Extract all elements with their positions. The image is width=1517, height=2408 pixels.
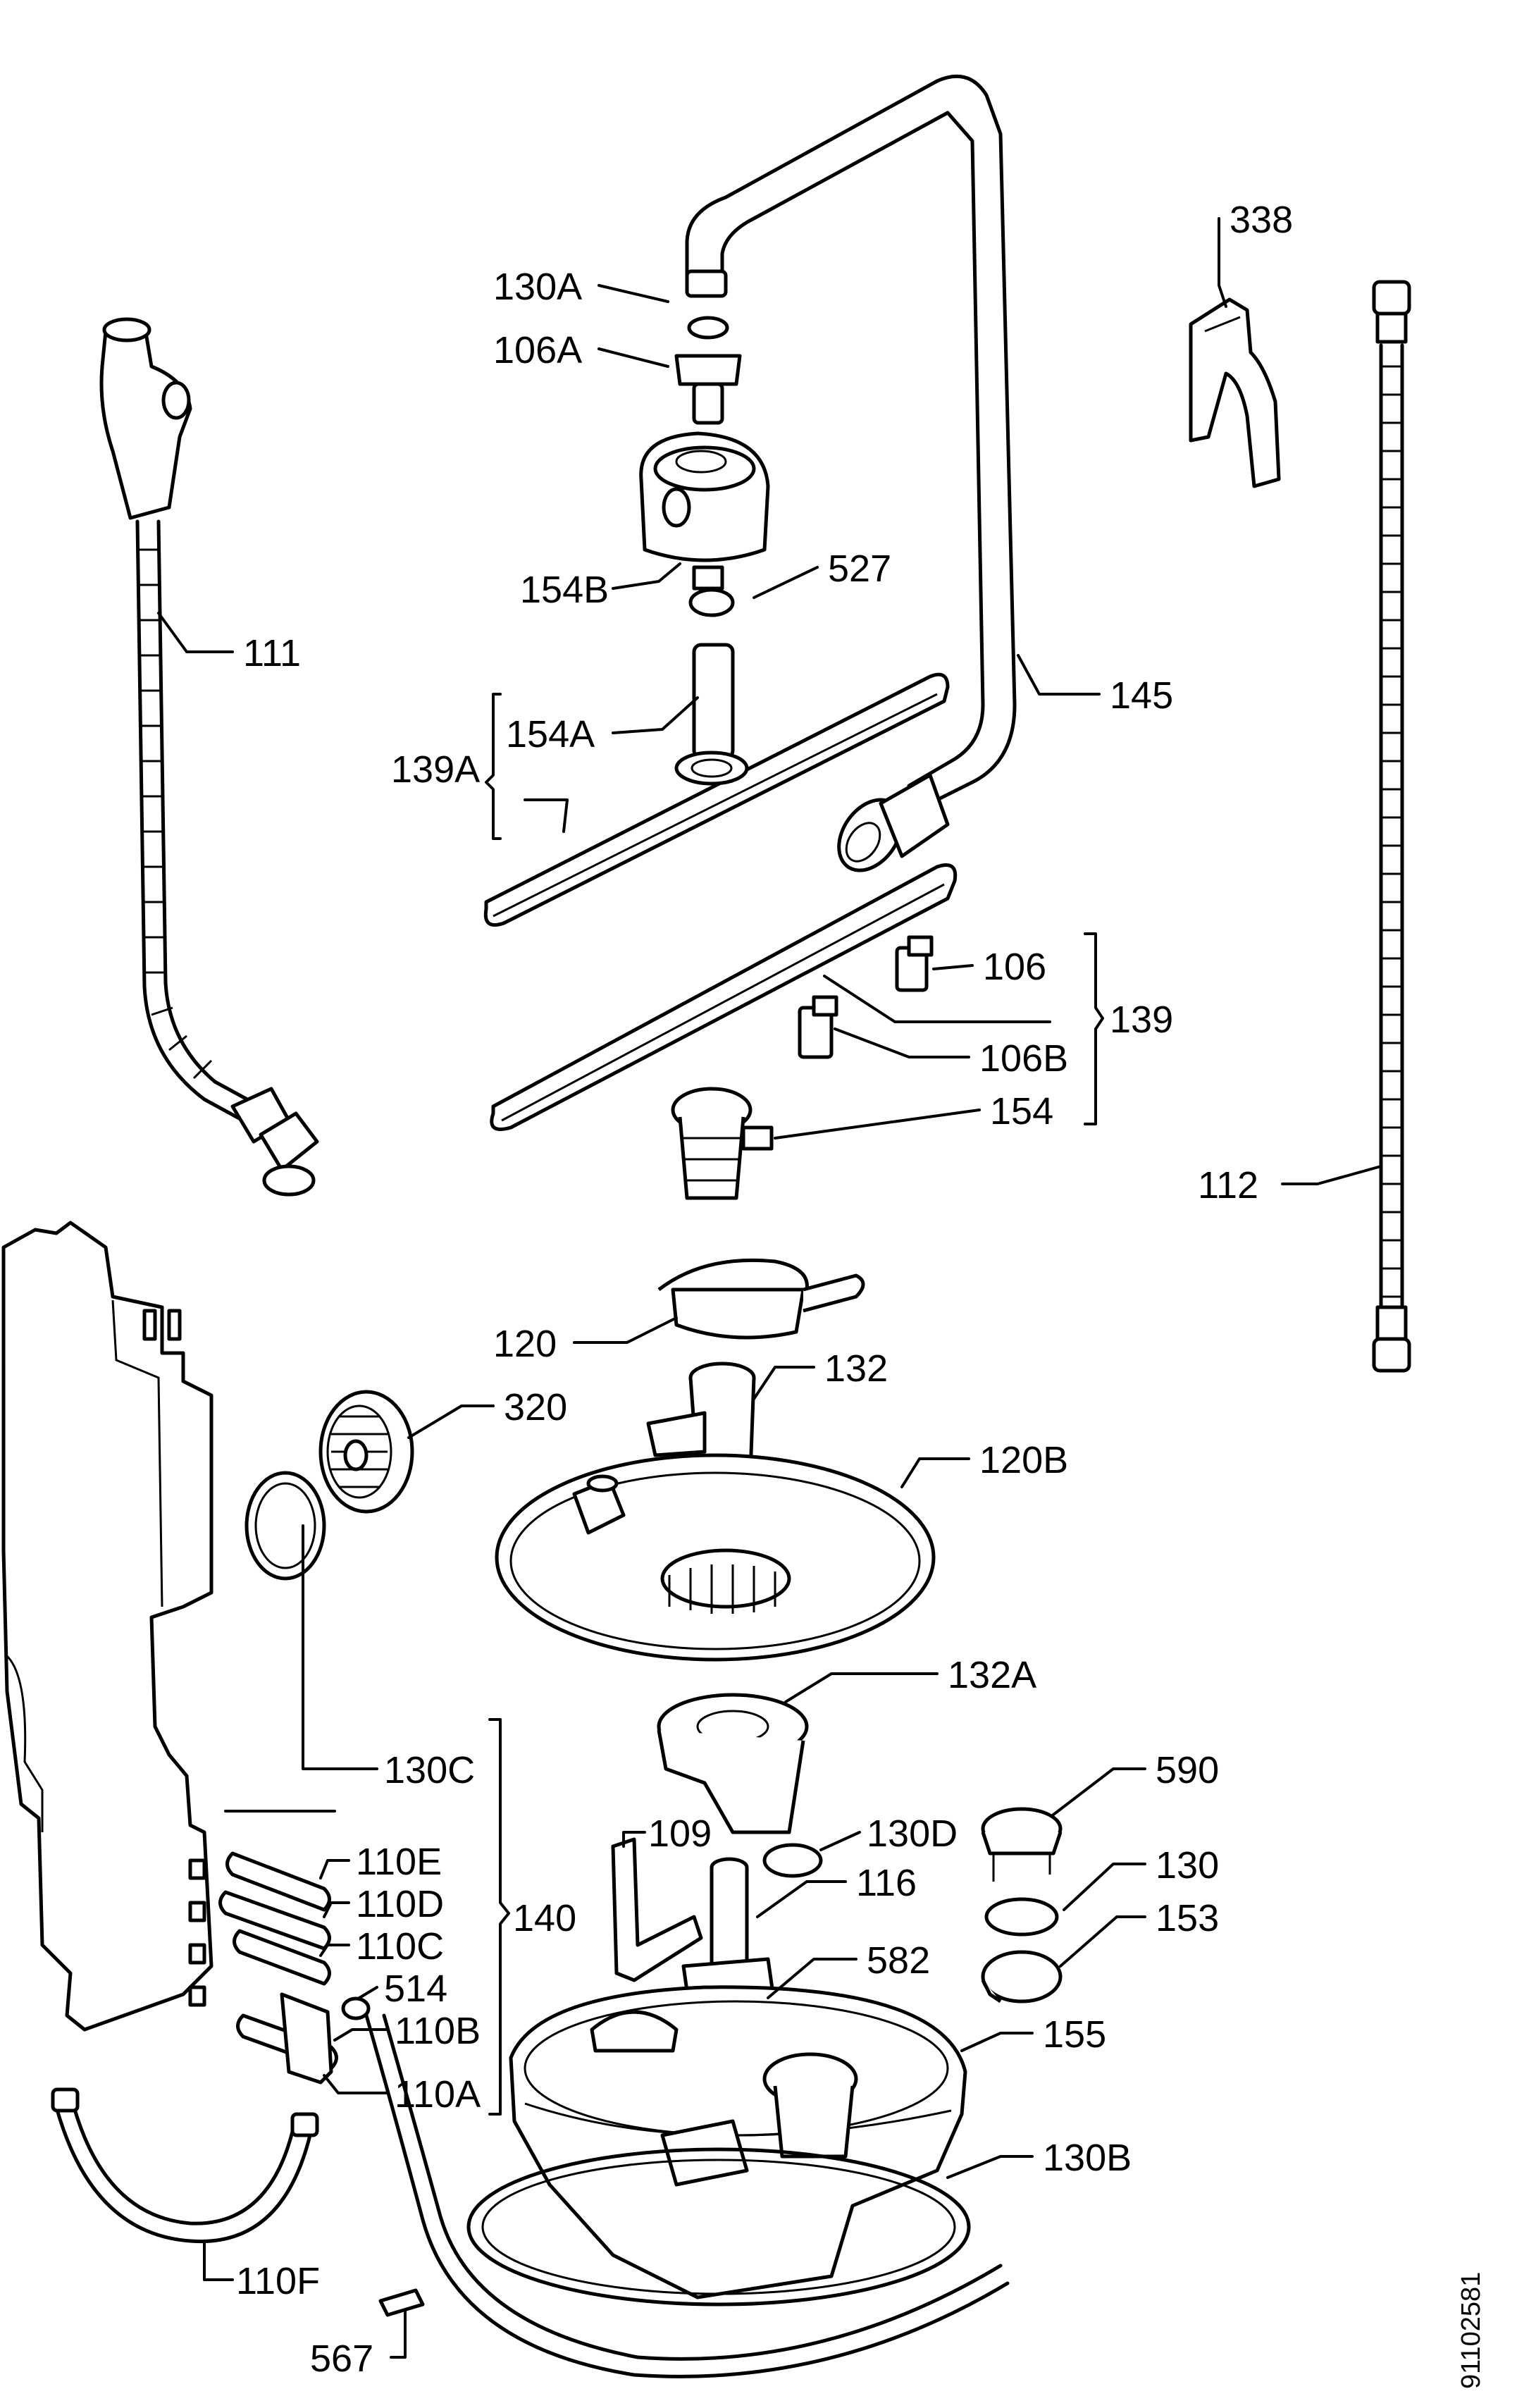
part-153-cover [981, 1950, 1063, 2003]
part-590-cap [981, 1807, 1063, 1882]
label-139: 139 [1110, 999, 1173, 1041]
label-130A: 130A [493, 266, 582, 308]
label-139A: 139A [391, 748, 480, 791]
part-139A-upper-spray-arm [483, 643, 950, 927]
label-106B: 106B [979, 1037, 1068, 1080]
part-155-sump [509, 1985, 967, 2299]
part-130B-gasket-inner [481, 2159, 956, 2295]
part-139-lower-spray-arm [490, 863, 958, 1131]
label-140: 140 [513, 1897, 576, 1939]
part-110C-hose [233, 1929, 331, 1986]
part-109-bracket [611, 1837, 703, 1982]
part-320-pump-cover [318, 1390, 414, 1514]
part-120B-filter-plate [495, 1453, 936, 1662]
part-154-threaded-hub [671, 1087, 774, 1200]
leader-lines [157, 217, 1382, 2359]
label-527: 527 [828, 548, 891, 590]
part-130C-seal [244, 1471, 326, 1581]
part-110A-hose [280, 1992, 333, 2085]
part-130A-ring [687, 316, 729, 340]
part-106A-nut [674, 354, 742, 425]
part-527-ring [688, 588, 735, 617]
label-154: 154 [990, 1090, 1053, 1132]
part-130B-gasket [466, 2147, 971, 2307]
part-111-inlet-hose [99, 317, 319, 1197]
label-109: 109 [648, 1813, 712, 1855]
label-145: 145 [1110, 674, 1173, 717]
part-130C-seal-inner [254, 1482, 316, 1569]
part-338-clip [1189, 297, 1281, 488]
label-112: 112 [1198, 1164, 1258, 1206]
drawing-code: 91102581 [1456, 2272, 1486, 2389]
part-140-side-panel [1, 1221, 213, 2032]
label-130C: 130C [384, 1749, 475, 1791]
part-132-coupling [646, 1362, 756, 1475]
drain-hose [364, 2013, 1010, 2378]
label-154B: 154B [520, 569, 609, 611]
label-120B: 120B [979, 1439, 1068, 1481]
label-155: 155 [1043, 2013, 1106, 2056]
label-110C: 110C [356, 1925, 444, 1968]
label-582: 582 [867, 1939, 930, 1982]
label-130: 130 [1156, 1844, 1219, 1887]
part-130D-ring [762, 1843, 823, 1878]
label-567: 567 [310, 2338, 373, 2380]
label-130B: 130B [1043, 2137, 1132, 2179]
label-110B: 110B [395, 2010, 481, 2052]
label-320: 320 [504, 1386, 567, 1428]
label-153: 153 [1156, 1897, 1219, 1939]
label-110D: 110D [356, 1883, 444, 1925]
label-110E: 110E [356, 1841, 442, 1883]
part-514-cap [341, 1996, 371, 2020]
part-110F-hose [51, 2087, 319, 2244]
label-154A: 154A [506, 713, 595, 755]
label-132A: 132A [948, 1654, 1036, 1696]
part-112-hose [1372, 280, 1411, 1373]
label-338: 338 [1230, 199, 1293, 241]
label-110F: 110F [236, 2260, 320, 2302]
label-110A: 110A [395, 2073, 481, 2116]
label-590: 590 [1156, 1749, 1219, 1791]
label-116: 116 [856, 1862, 917, 1904]
label-120: 120 [493, 1323, 557, 1365]
part-154B-hub [639, 431, 770, 591]
drain-hose-inner [382, 2013, 1003, 2361]
part-106-clip [895, 935, 934, 992]
label-106: 106 [983, 946, 1046, 988]
label-130D: 130D [867, 1813, 958, 1855]
label-132: 132 [824, 1347, 888, 1390]
part-120-cap [657, 1258, 865, 1340]
label-111: 111 [243, 632, 301, 674]
part-145-supply-pipe [685, 74, 1017, 872]
label-106A: 106A [493, 329, 582, 371]
part-567-clip [378, 2288, 425, 2317]
part-110E-hose [225, 1851, 331, 1912]
part-132A-fitting [657, 1693, 809, 1834]
label-514: 514 [384, 1968, 447, 2010]
part-106B-clip [798, 995, 838, 1059]
part-130-ring [984, 1897, 1059, 1937]
